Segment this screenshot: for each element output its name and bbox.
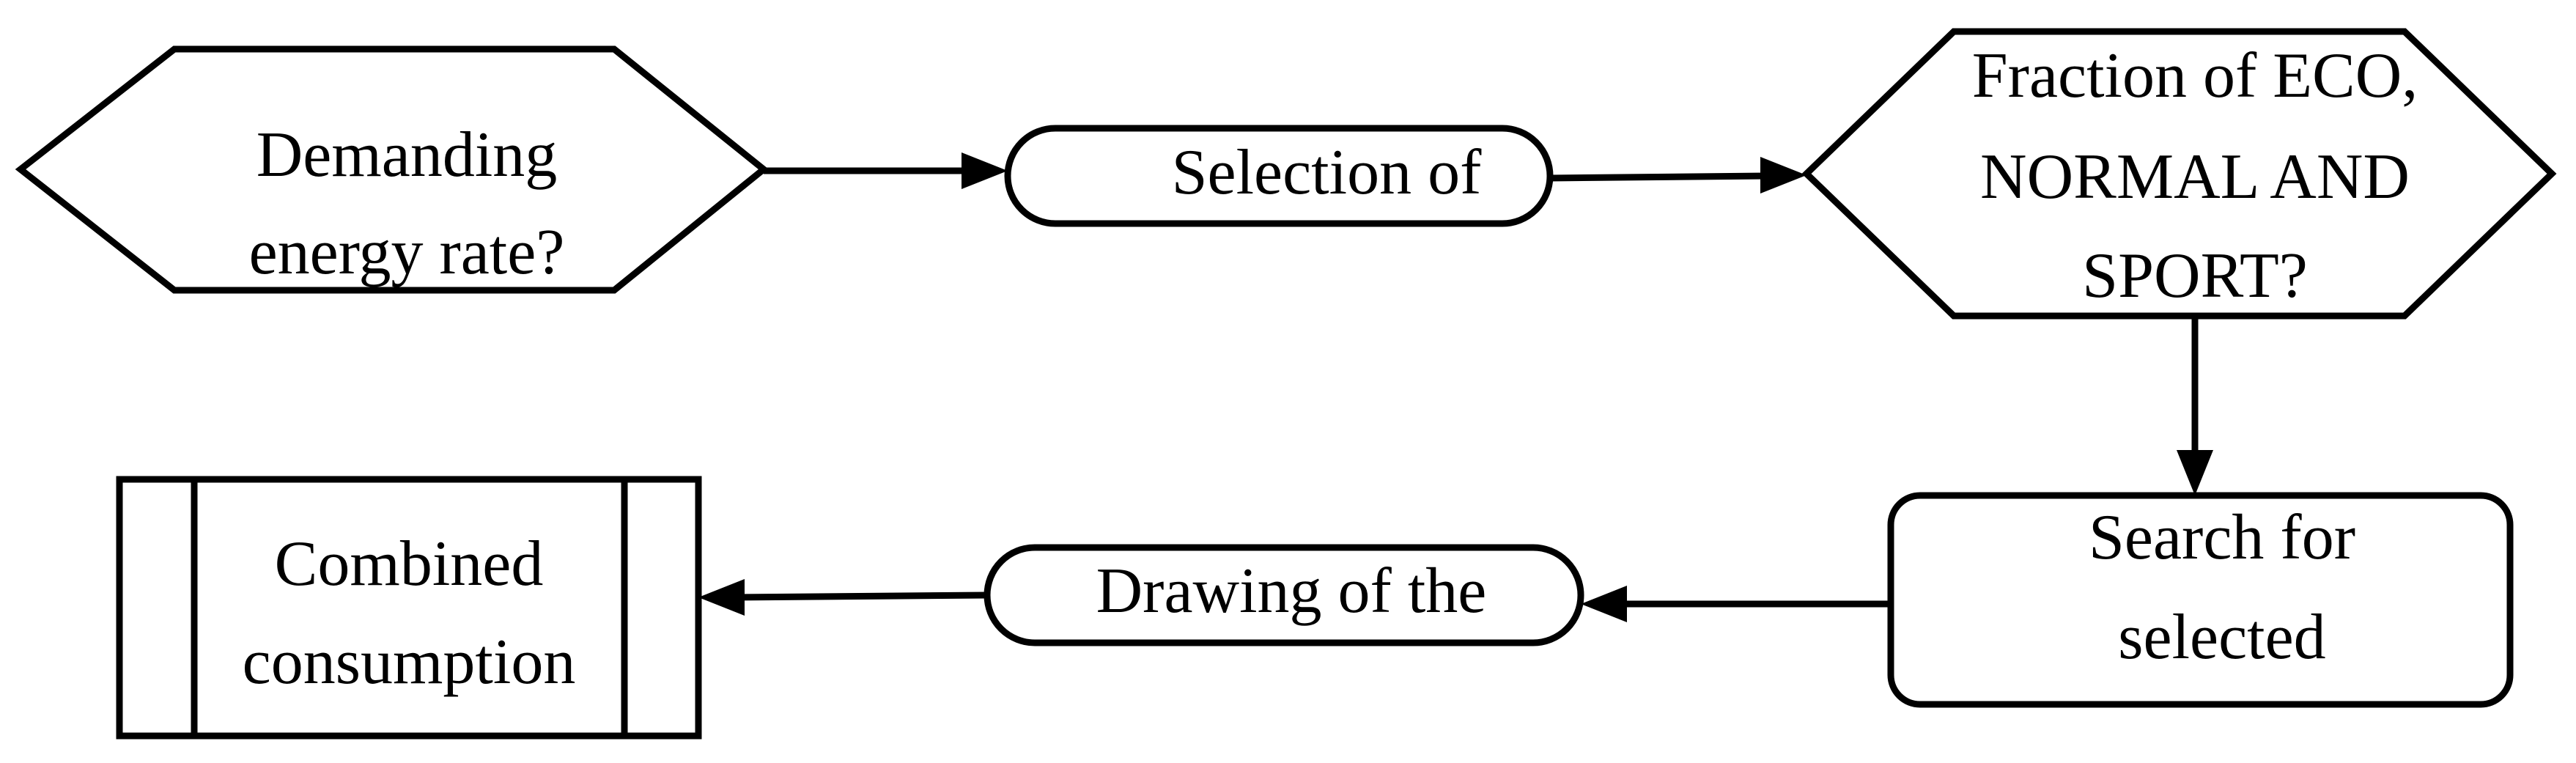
node-drawing-line-1: Drawing of the (1096, 556, 1487, 627)
edge-demanding-to-selection-arrowhead (962, 152, 1008, 189)
edge-selection-to-fraction-arrowhead (1760, 157, 1806, 193)
node-combined-consumption-line-2: consumption (243, 627, 576, 698)
node-fraction-modes: Fraction of ECO, NORMAL AND SPORT? (1801, 28, 2557, 320)
node-combined-consumption-line-1: Combined (275, 528, 544, 600)
node-selection: Selection of (1004, 125, 1554, 227)
edge-drawing-to-combined (698, 579, 988, 616)
node-combined-consumption-shape (116, 476, 702, 740)
edge-drawing-to-combined-line (738, 591, 988, 601)
edge-fraction-to-search-arrowhead (2177, 450, 2213, 495)
edge-demanding-to-selection (764, 152, 1008, 189)
edge-selection-to-fraction (1549, 157, 1806, 193)
node-fraction-modes-shape (1801, 28, 2557, 320)
node-demanding-energy: Demanding energy rate? (15, 45, 770, 294)
node-selection-line-1: Selection of (1172, 137, 1482, 208)
node-demanding-energy-line-2: energy rate? (249, 217, 565, 288)
node-fraction-modes-line-3: SPORT? (2082, 240, 2308, 312)
node-combined-consumption: Combined consumption (116, 476, 702, 740)
edge-selection-to-fraction-line (1549, 172, 1767, 182)
node-drawing: Drawing of the (983, 544, 1584, 646)
node-fraction-modes-line-2: NORMAL AND (1980, 141, 2410, 213)
edge-drawing-to-combined-arrowhead (698, 579, 745, 616)
node-search-selected: Search for selected (1887, 492, 2514, 708)
node-demanding-energy-line-1: Demanding (257, 119, 558, 191)
edge-search-to-drawing (1581, 586, 1891, 622)
node-search-selected-line-1: Search for (2089, 502, 2355, 573)
edge-fraction-to-search (2177, 316, 2213, 495)
node-fraction-modes-line-1: Fraction of ECO, (1972, 40, 2418, 111)
edge-search-to-drawing-arrowhead (1581, 586, 1627, 622)
node-search-selected-shape (1887, 492, 2514, 708)
node-search-selected-line-2: selected (2118, 602, 2325, 673)
